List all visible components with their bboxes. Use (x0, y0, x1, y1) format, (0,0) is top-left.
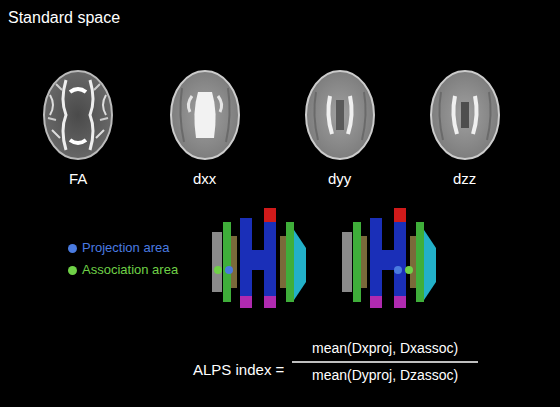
legend-swatch (68, 266, 77, 275)
map-label: FA (69, 170, 87, 187)
dzz-map (431, 71, 499, 159)
formula-numerator: mean(Dxproj, Dxassoc) (312, 340, 458, 356)
title: Standard space (8, 9, 120, 27)
dyy-map (306, 71, 374, 159)
map-label: dyy (328, 170, 351, 187)
fraction-bar (292, 361, 478, 363)
dxx-map (171, 71, 239, 159)
legend-text: Association area (82, 263, 178, 278)
legend-swatch (68, 244, 77, 253)
map-label: dzz (453, 170, 476, 187)
fa-map (44, 71, 112, 159)
map-label: dxx (193, 170, 216, 187)
atlas-map (212, 208, 306, 308)
legend-text: Projection area (82, 241, 169, 256)
formula-denominator: mean(Dyproj, Dzassoc) (312, 367, 458, 383)
atlas-map (342, 208, 436, 308)
formula-label: ALPS index = (193, 361, 284, 378)
